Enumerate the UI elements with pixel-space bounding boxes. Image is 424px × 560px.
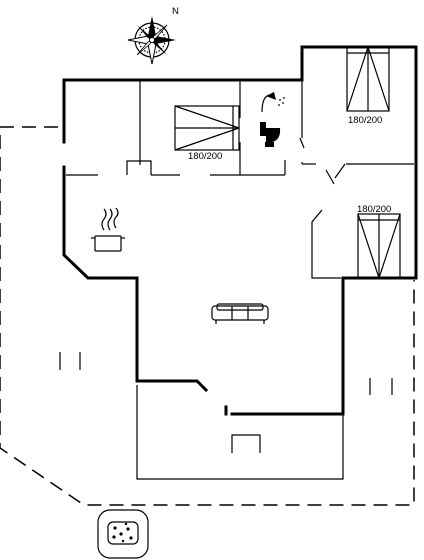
north-label: N [172,6,179,17]
terrace-outline [0,126,415,506]
cooking-pot-icon [91,207,125,252]
double-bed-icon [174,105,240,151]
exterior-walls [62,45,418,416]
bed-label-2: 180/200 [348,115,382,126]
whirlpool-icon [97,509,149,559]
terrace-icon [59,352,393,453]
double-bed-icon [357,213,401,279]
double-bed-icon [346,46,390,112]
bed-label-3: 180/200 [357,204,391,215]
bed-label-1: 180/200 [188,151,222,162]
toilet-icon [260,122,281,147]
sofa-icon [211,303,269,324]
interior-walls [66,47,414,279]
compass-rose-icon [127,16,176,65]
shower-icon [261,92,285,113]
